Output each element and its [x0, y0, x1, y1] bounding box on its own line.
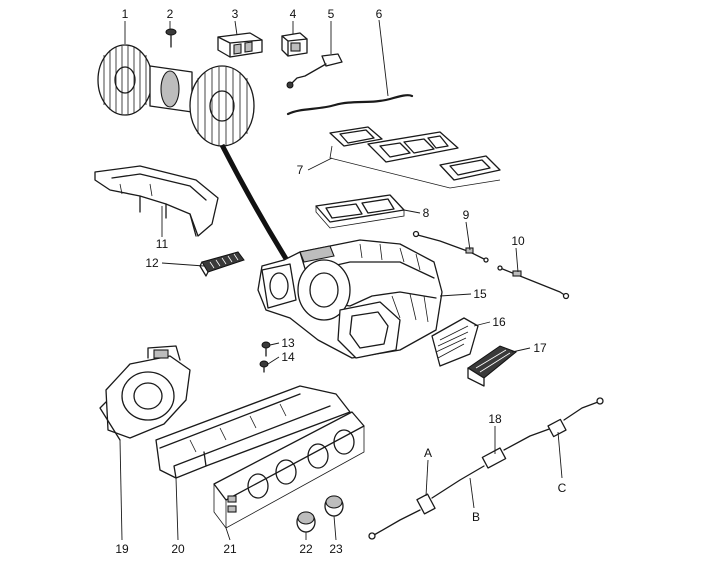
callout-18: 18: [488, 412, 502, 426]
callout-6: 6: [376, 7, 383, 21]
callout-9: 9: [463, 208, 470, 222]
callout-10: 10: [511, 234, 525, 248]
knob-part-23: [324, 495, 344, 517]
air-duct-part-11: [94, 165, 219, 237]
callout-21: 21: [223, 542, 237, 556]
blower-wire-lead: [219, 143, 291, 264]
callout-C: C: [558, 481, 567, 495]
callout-11: 11: [156, 237, 169, 251]
callout-B: B: [472, 510, 480, 524]
callout-19: 19: [115, 542, 129, 556]
callout-20: 20: [171, 542, 185, 556]
screw-part-14: [259, 360, 269, 373]
vent-part-16: [431, 317, 479, 367]
callout-1: 1: [122, 7, 129, 21]
callout-23: 23: [329, 542, 343, 556]
callout-13: 13: [281, 336, 295, 350]
screw-part-13: [261, 341, 271, 357]
callout-14: 14: [281, 350, 295, 364]
callout-8: 8: [423, 206, 430, 220]
control-frame-part-20: [155, 385, 351, 479]
gasket-frames-part-7: [329, 126, 501, 189]
heater-housing-part-15: [257, 239, 443, 359]
knob-part-22: [296, 511, 316, 533]
callout-labels: 1 2 3 4 5 6 7 8 9 10 11 12 13 14 15 16 1…: [115, 7, 566, 556]
callout-15: 15: [473, 287, 487, 301]
callout-4: 4: [290, 7, 297, 21]
callout-12: 12: [145, 256, 159, 270]
cable-part-9: [412, 230, 489, 263]
leader-lines: [119, 19, 563, 541]
connector-block-part-3: [217, 32, 263, 58]
callout-17: 17: [533, 341, 547, 355]
callout-2: 2: [167, 7, 174, 21]
sensor-part-5: [286, 53, 343, 89]
control-panel-part-21: [213, 411, 365, 529]
callout-22: 22: [299, 542, 313, 556]
callout-7: 7: [297, 163, 304, 177]
outlet-vent-part-17: [467, 345, 517, 387]
flap-housing-part-8: [315, 194, 405, 229]
callout-A: A: [424, 446, 432, 460]
callout-16: 16: [492, 315, 506, 329]
callout-3: 3: [232, 7, 239, 21]
callout-5: 5: [328, 7, 335, 21]
relay-part-4: [281, 32, 308, 57]
grille-part-12: [199, 251, 245, 277]
fan-housing-part-19: [99, 345, 191, 441]
screw-part-2: [165, 28, 177, 48]
cable-part-10: [497, 265, 570, 300]
seal-strip-part-6: [286, 94, 414, 116]
control-cable-part-18: [368, 397, 604, 540]
blower-motor-assembly: [97, 44, 255, 147]
